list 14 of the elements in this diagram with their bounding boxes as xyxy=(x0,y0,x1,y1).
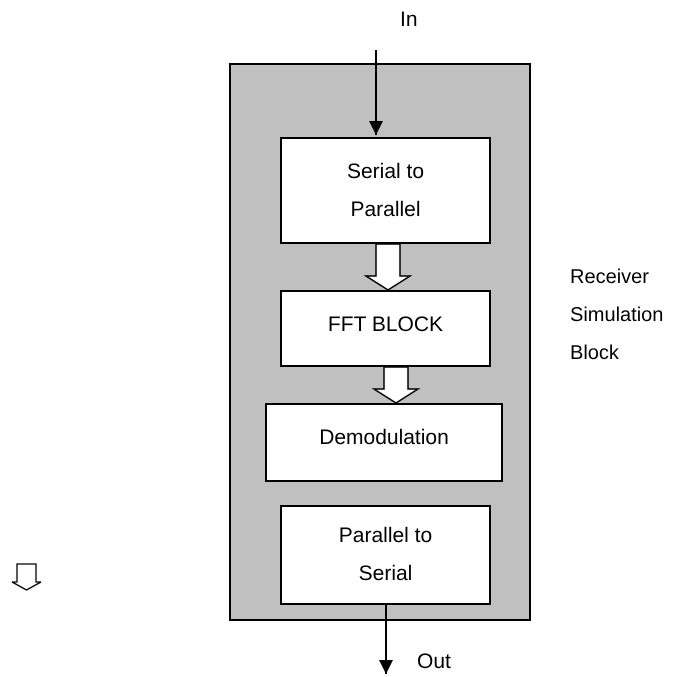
box-label: FFT BLOCK xyxy=(328,312,444,338)
system-panel xyxy=(229,63,531,621)
box-label: Serial to Parallel xyxy=(346,158,426,222)
box-label: Parallel to Serial xyxy=(338,523,434,587)
process-box xyxy=(265,403,503,482)
arrow xyxy=(369,50,383,135)
block-arrow xyxy=(363,243,413,291)
panel-caption: Receiver Simulation Block xyxy=(570,265,664,366)
box-label: Demodulation xyxy=(319,425,449,451)
block-arrow xyxy=(371,366,421,404)
process-box xyxy=(280,505,491,605)
process-box xyxy=(280,290,491,367)
arrow xyxy=(379,605,393,674)
process-box xyxy=(280,137,491,244)
